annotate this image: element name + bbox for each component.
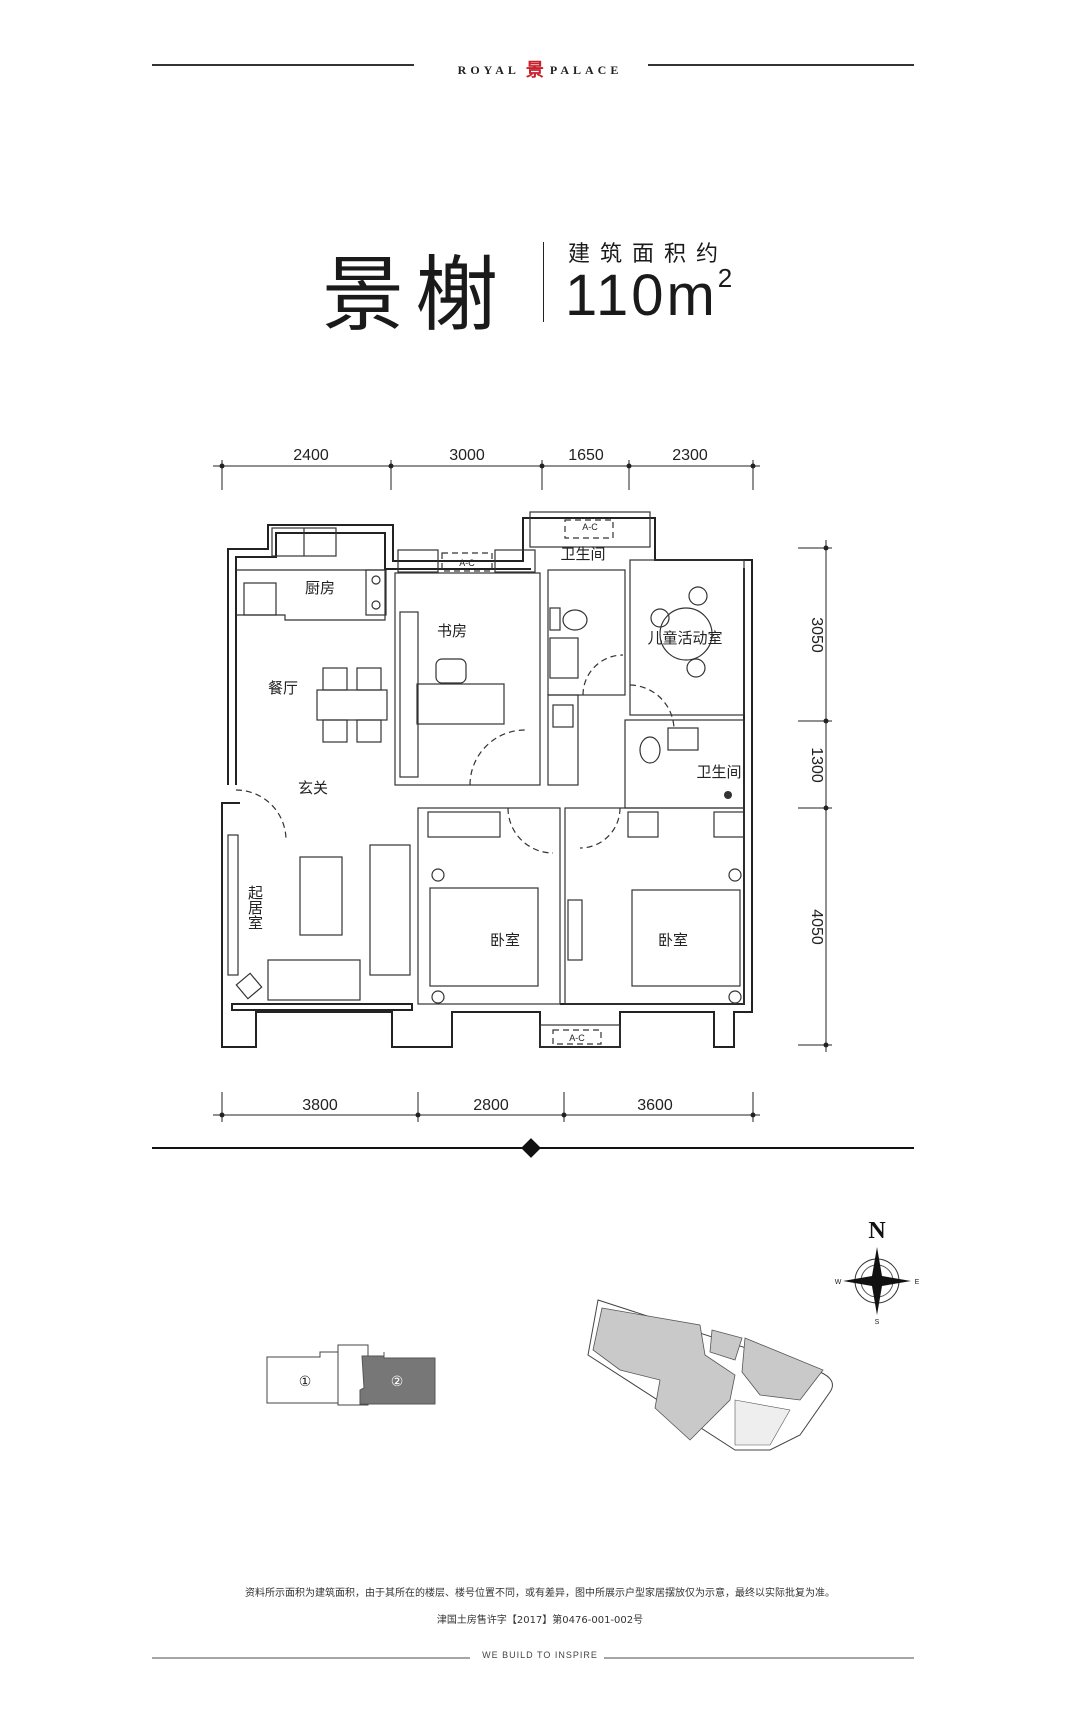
room-dining: 餐厅 (268, 679, 298, 697)
right-dim-3: 4050 (808, 909, 825, 945)
right-dimension-line: 3050 1300 4050 (798, 540, 832, 1052)
unit-marker-2: ② (391, 1373, 404, 1389)
top-dim-1: 2400 (293, 447, 329, 464)
brand-right: PALACE (549, 63, 623, 77)
compass-n: N (868, 1218, 886, 1244)
room-study: 书房 (437, 622, 467, 640)
compass-rose: N S W E (835, 1218, 920, 1326)
room-kitchen: 厨房 (305, 579, 335, 597)
compass-w: W (835, 1279, 842, 1286)
top-dim-3: 1650 (568, 447, 604, 464)
disclaimer: 资料所示面积为建筑面积，由于其所在的楼层、楼号位置不同，或有差异，图中所展示户型… (245, 1588, 835, 1599)
slogan: WE BUILD TO INSPIRE (482, 1650, 598, 1660)
room-labels: 厨房 书房 卫生间 儿童活动室 餐厅 玄关 卫生间 起居室 卧室 卧室 (246, 545, 742, 949)
bottom-dim-3: 3600 (637, 1097, 673, 1114)
compass-s: S (875, 1319, 880, 1326)
key-plan: ① ② (266, 1344, 436, 1406)
unit-name: 景榭 (322, 248, 511, 343)
compass-e: E (915, 1279, 920, 1286)
top-dim-2: 3000 (449, 447, 485, 464)
top-dimension-line: 2400 3000 1650 2300 (213, 447, 760, 490)
room-foyer: 玄关 (298, 779, 328, 797)
room-bathroom-2: 卫生间 (696, 763, 741, 781)
room-living: 起居室 (246, 885, 264, 930)
bottom-dim-1: 3800 (302, 1097, 338, 1114)
bottom-dim-2: 2800 (473, 1097, 509, 1114)
brand-logo: ROYAL 景 PALACE (0, 56, 1080, 82)
ac-labels: A-C A-C A-C (459, 522, 598, 1043)
area-number: 110m (565, 263, 718, 328)
brand-left: ROYAL (457, 63, 520, 77)
area-value: 110m2 (565, 262, 735, 329)
brand-seal: 景 (525, 60, 544, 81)
title-divider (543, 242, 544, 322)
room-bedroom-1: 卧室 (490, 931, 520, 949)
ac-label-study: A-C (459, 558, 475, 568)
top-dim-4: 2300 (672, 447, 708, 464)
area-sup: 2 (717, 263, 736, 293)
unit-marker-1: ① (299, 1373, 312, 1389)
ac-label-top: A-C (582, 522, 598, 532)
room-bathroom-1: 卫生间 (560, 545, 605, 563)
site-plan (587, 1299, 833, 1451)
header-rule-right (648, 64, 914, 66)
section-divider (152, 1138, 914, 1158)
ac-label-bottom: A-C (569, 1033, 585, 1043)
walls (221, 511, 753, 1048)
right-dim-1: 3050 (808, 617, 825, 653)
sales-permit: 津国土房售许字【2017】第0476-001-002号 (436, 1615, 644, 1626)
right-dim-2: 1300 (808, 747, 825, 783)
area-label: 建筑面积约 (568, 242, 729, 267)
room-kids: 儿童活动室 (647, 629, 722, 647)
bottom-dimension-line: 3800 2800 3600 (213, 1092, 760, 1122)
room-bedroom-2: 卧室 (658, 931, 688, 949)
header-rule-left (152, 64, 414, 66)
